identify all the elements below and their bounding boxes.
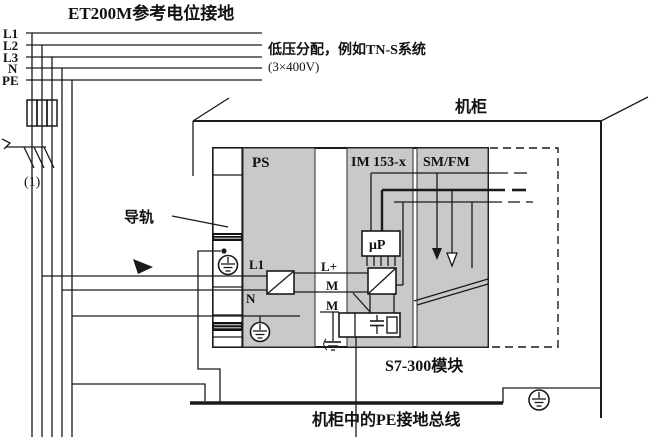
distribution-note: 低压分配，例如TN-S系统: [267, 41, 426, 58]
rail-column: [212, 147, 243, 348]
backplane-buses: [370, 172, 533, 286]
ps-n-label: N: [246, 291, 256, 306]
pe-ground-icon: [249, 321, 271, 343]
microprocessor-label: μP: [369, 238, 386, 253]
voltage-note: (3×400V): [268, 59, 319, 74]
n-label: N: [8, 61, 18, 76]
ps-wiring: L1 N L+ M M: [42, 257, 368, 351]
annotations: ET200M参考电位接地 低压分配，例如TN-S系统 (3×400V) 机柜 导…: [68, 3, 487, 429]
pe-circle: [217, 254, 239, 276]
smfm-internals: [413, 173, 489, 306]
capacitor-icon: [370, 315, 384, 334]
m2-label: M: [326, 298, 338, 313]
breaker-icon: [1, 138, 55, 169]
rail-label: 导轨: [124, 208, 154, 226]
expansion-dashed-outline: [490, 147, 559, 348]
rail-clamp: [213, 233, 242, 241]
fuse-icon: [46, 99, 58, 127]
breaker-contact: [43, 146, 55, 169]
ps-l1-label: L1: [249, 257, 264, 272]
breaker-label: (1): [24, 175, 41, 190]
rail-grounding: [197, 248, 271, 402]
open-down-arrow-icon: [446, 252, 458, 268]
pe-circle: [249, 321, 271, 343]
smfm-slope-line: [413, 278, 489, 302]
breaker-contact: [33, 146, 45, 169]
power-feed: L1 L2 L3 N PE (1): [1, 26, 262, 437]
pe-label: PE: [2, 73, 19, 88]
pe-bus-label: 机柜中的PE接地总线: [312, 410, 460, 429]
m-wire-diagonal: [352, 292, 372, 314]
disconnect-arrow-icon: [133, 259, 153, 274]
pe-bus-right-step: [502, 387, 601, 403]
ground-curl: [323, 338, 328, 351]
m1-label: M: [326, 278, 338, 293]
cabinet-left-perspective-edge: [192, 97, 230, 122]
pe-circle: [528, 389, 550, 411]
l2-label: L2: [3, 38, 18, 53]
chip-pins: [366, 256, 396, 266]
l3-label: L3: [3, 50, 19, 65]
smfm-module-label: SM/FM: [423, 155, 470, 170]
diagram-title: ET200M参考电位接地: [68, 3, 234, 23]
rail-pe-conductor: [197, 250, 221, 402]
down-arrow-icon: [432, 248, 442, 260]
im-module-label: IM 153-x: [351, 155, 406, 170]
battery-cell-icon: [386, 316, 398, 334]
terminal-dot: [221, 248, 227, 254]
cabinet-right-perspective-edge: [600, 96, 649, 122]
cabinet-label: 机柜: [455, 97, 487, 116]
pe-bus: [72, 383, 601, 411]
rail-pointer-line: [171, 215, 229, 228]
ps-module: [242, 147, 316, 348]
ps-module-label: PS: [252, 155, 270, 171]
din-rail: [212, 147, 243, 348]
rail-clamp: [213, 322, 242, 331]
breaker-contact: [23, 146, 35, 169]
ps-converter-diagonal: [266, 270, 295, 295]
fuse-icons: [26, 99, 58, 127]
im-internals: μP: [338, 230, 401, 437]
chassis-ground-icon: [323, 338, 341, 351]
pe-ground-icon: [528, 389, 550, 411]
s7-module-label: S7-300模块: [385, 356, 464, 375]
pe-feeder-to-bus: [72, 383, 206, 401]
smfm-slope-line: [416, 283, 489, 306]
l1-label: L1: [3, 26, 18, 41]
cabinet-outline: [192, 96, 649, 418]
im-converter-diagonal: [367, 267, 397, 295]
pe-ground-icon: [217, 254, 239, 276]
lplus-label: L+: [321, 259, 337, 274]
